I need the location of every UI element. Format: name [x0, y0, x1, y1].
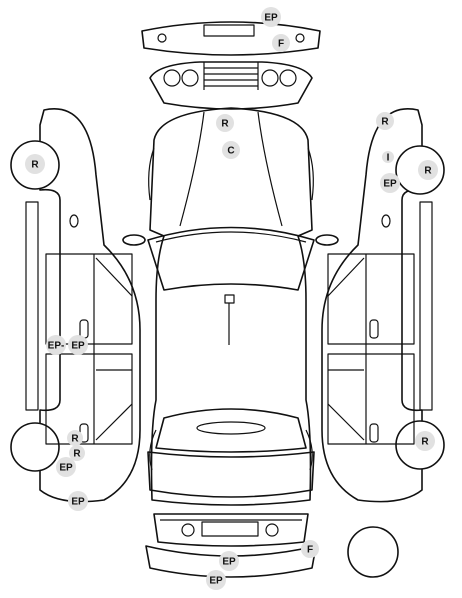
svg-text:R: R — [381, 117, 389, 128]
front-bumper-top-view[interactable] — [141, 21, 321, 56]
marker-right-front-ep[interactable]: EP — [380, 173, 400, 193]
marker-left-rear-r-1[interactable]: R — [67, 430, 83, 446]
svg-text:C: C — [227, 146, 234, 157]
damage-markers: EP F R C R I EP R R R EP- — [25, 7, 438, 590]
marker-left-rear-r-2[interactable]: R — [69, 445, 85, 461]
marker-rear-bumper-ep-2[interactable]: EP — [206, 570, 226, 590]
svg-text:F: F — [278, 39, 284, 50]
marker-left-front-wheel-r[interactable]: R — [25, 154, 45, 174]
svg-text:R: R — [221, 119, 229, 130]
marker-right-rear-wheel-r[interactable]: R — [415, 431, 435, 451]
svg-text:R: R — [424, 166, 432, 177]
left-side-view[interactable] — [10, 108, 141, 503]
marker-rear-bumper-f[interactable]: F — [301, 540, 319, 558]
front-fascia-view[interactable] — [149, 61, 313, 110]
svg-text:EP: EP — [222, 557, 236, 568]
svg-text:R: R — [73, 449, 81, 460]
svg-text:F: F — [307, 545, 313, 556]
svg-text:R: R — [71, 434, 79, 445]
marker-front-bumper-top-ep[interactable]: EP — [261, 7, 281, 27]
marker-left-rear-ep-2[interactable]: EP — [68, 491, 88, 511]
marker-left-rear-ep-1[interactable]: EP — [56, 457, 76, 477]
svg-text:EP: EP — [264, 13, 278, 24]
svg-text:R: R — [31, 160, 39, 171]
svg-text:I: I — [387, 153, 390, 164]
marker-hood-c[interactable]: C — [222, 141, 240, 159]
marker-front-bumper-f[interactable]: F — [272, 34, 290, 52]
svg-text:EP-: EP- — [48, 341, 65, 352]
car-top-view[interactable] — [122, 107, 339, 506]
marker-hood-r[interactable]: R — [216, 114, 234, 132]
marker-left-sill-ep-1[interactable]: EP- — [46, 335, 66, 355]
marker-right-front-i[interactable]: I — [382, 151, 394, 164]
marker-left-sill-ep-2[interactable]: EP — [68, 335, 88, 355]
svg-text:EP: EP — [209, 576, 223, 587]
marker-right-front-wheel-r[interactable]: R — [418, 160, 438, 180]
marker-right-front-door-r[interactable]: R — [376, 112, 394, 130]
rear-fascia-view[interactable] — [153, 513, 309, 547]
svg-text:EP: EP — [71, 341, 85, 352]
svg-text:EP: EP — [71, 497, 85, 508]
svg-text:EP: EP — [59, 463, 73, 474]
svg-text:R: R — [421, 437, 429, 448]
spare-wheel[interactable] — [347, 526, 399, 578]
marker-rear-bumper-ep-1[interactable]: EP — [219, 551, 239, 571]
svg-text:EP: EP — [383, 179, 397, 190]
